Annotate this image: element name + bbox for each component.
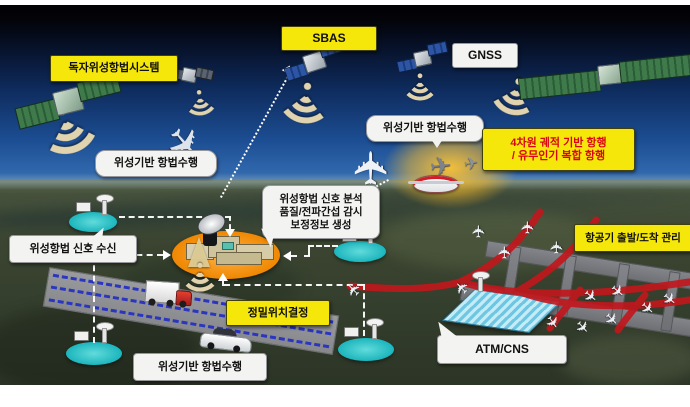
connector-line xyxy=(363,284,365,336)
label-text: 위성항법 신호 수신 xyxy=(29,242,117,255)
ground-station-pad xyxy=(66,342,122,365)
airplane-icon: ✈ xyxy=(495,245,515,260)
signal-waves-icon xyxy=(179,250,221,292)
label-text: SBAS xyxy=(312,31,346,45)
connector-line xyxy=(291,255,310,257)
label-text: 위성기반 항법수행 xyxy=(157,360,242,373)
antenna-tower-icon xyxy=(188,237,210,267)
connector-line xyxy=(229,216,231,229)
label-text: 4차원 궤적 기반 항행/ 유무인기 복합 항행 xyxy=(510,136,607,162)
arrow-up-icon xyxy=(218,273,228,281)
label-departure-arrival: 항공기 출발/도착 관리 xyxy=(574,224,690,252)
connector-line xyxy=(308,245,338,247)
label-text: ATM/CNS xyxy=(475,342,529,356)
ground-station-pad xyxy=(334,241,386,262)
horizon-haze xyxy=(0,173,690,189)
connector-line xyxy=(119,216,231,218)
ground-station-pad xyxy=(338,338,394,361)
uav-drone-icon xyxy=(408,175,464,193)
label-text: 정밀위치결정 xyxy=(247,306,309,319)
arrow-down-icon xyxy=(225,229,235,237)
airplane-icon: ✈ xyxy=(462,152,480,175)
label-satnav-sky: 위성기반 항법수행 xyxy=(95,150,217,177)
label-trajectory: 4차원 궤적 기반 항행/ 유무인기 복합 항행 xyxy=(482,128,635,171)
flight-path-ribbons xyxy=(346,208,690,334)
label-text: 위성기반 항법수행 xyxy=(113,157,198,169)
label-satnav-cluster: 위성기반 항법수행 xyxy=(366,115,484,148)
arrow-left-icon xyxy=(283,251,291,261)
label-signal-receive: 위성항법 신호 수신 xyxy=(9,226,137,263)
label-text: 위성항법 신호 분석 품질/전파간섭 감시 보정정보 생성 xyxy=(279,192,363,231)
ground-station-pad xyxy=(69,212,117,232)
connector-line xyxy=(93,255,95,343)
connector-line xyxy=(222,281,224,286)
label-text: 독자위성항법시스템 xyxy=(68,62,160,74)
airplane-icon: ✈ xyxy=(547,240,567,255)
terrain-patch xyxy=(560,335,690,385)
satellite-navigation-diagram: ✈ ✈ ✈ ✈ ✈ ✈ ✈ ✈ ✈ ✈ ✈ ✈ ✈ ✈ ✈ ✈ ✈ xyxy=(0,5,690,385)
label-sbas: SBAS xyxy=(281,26,377,51)
label-signal-analysis: 위성항법 신호 분석 품질/전파간섭 감시 보정정보 생성 xyxy=(257,185,380,248)
airplane-icon: ✈ xyxy=(469,224,489,239)
connector-line xyxy=(224,284,363,286)
label-satnav-ground: 위성기반 항법수행 xyxy=(133,353,267,381)
label-text: 위성기반 항법수행 xyxy=(382,122,467,134)
label-independent-nav-system: 독자위성항법시스템 xyxy=(50,55,178,82)
airplane-icon: ✈ xyxy=(345,148,398,188)
label-gnss: GNSS xyxy=(452,43,518,68)
label-atm-cns: ATM/CNS xyxy=(437,318,567,364)
arrow-right-icon xyxy=(163,250,171,260)
label-text: 항공기 출발/도착 관리 xyxy=(585,231,681,244)
label-text: GNSS xyxy=(467,48,502,62)
airplane-icon: ✈ xyxy=(518,220,538,235)
connector-line xyxy=(308,245,310,256)
label-precise-positioning: 정밀위치결정 xyxy=(226,300,330,326)
